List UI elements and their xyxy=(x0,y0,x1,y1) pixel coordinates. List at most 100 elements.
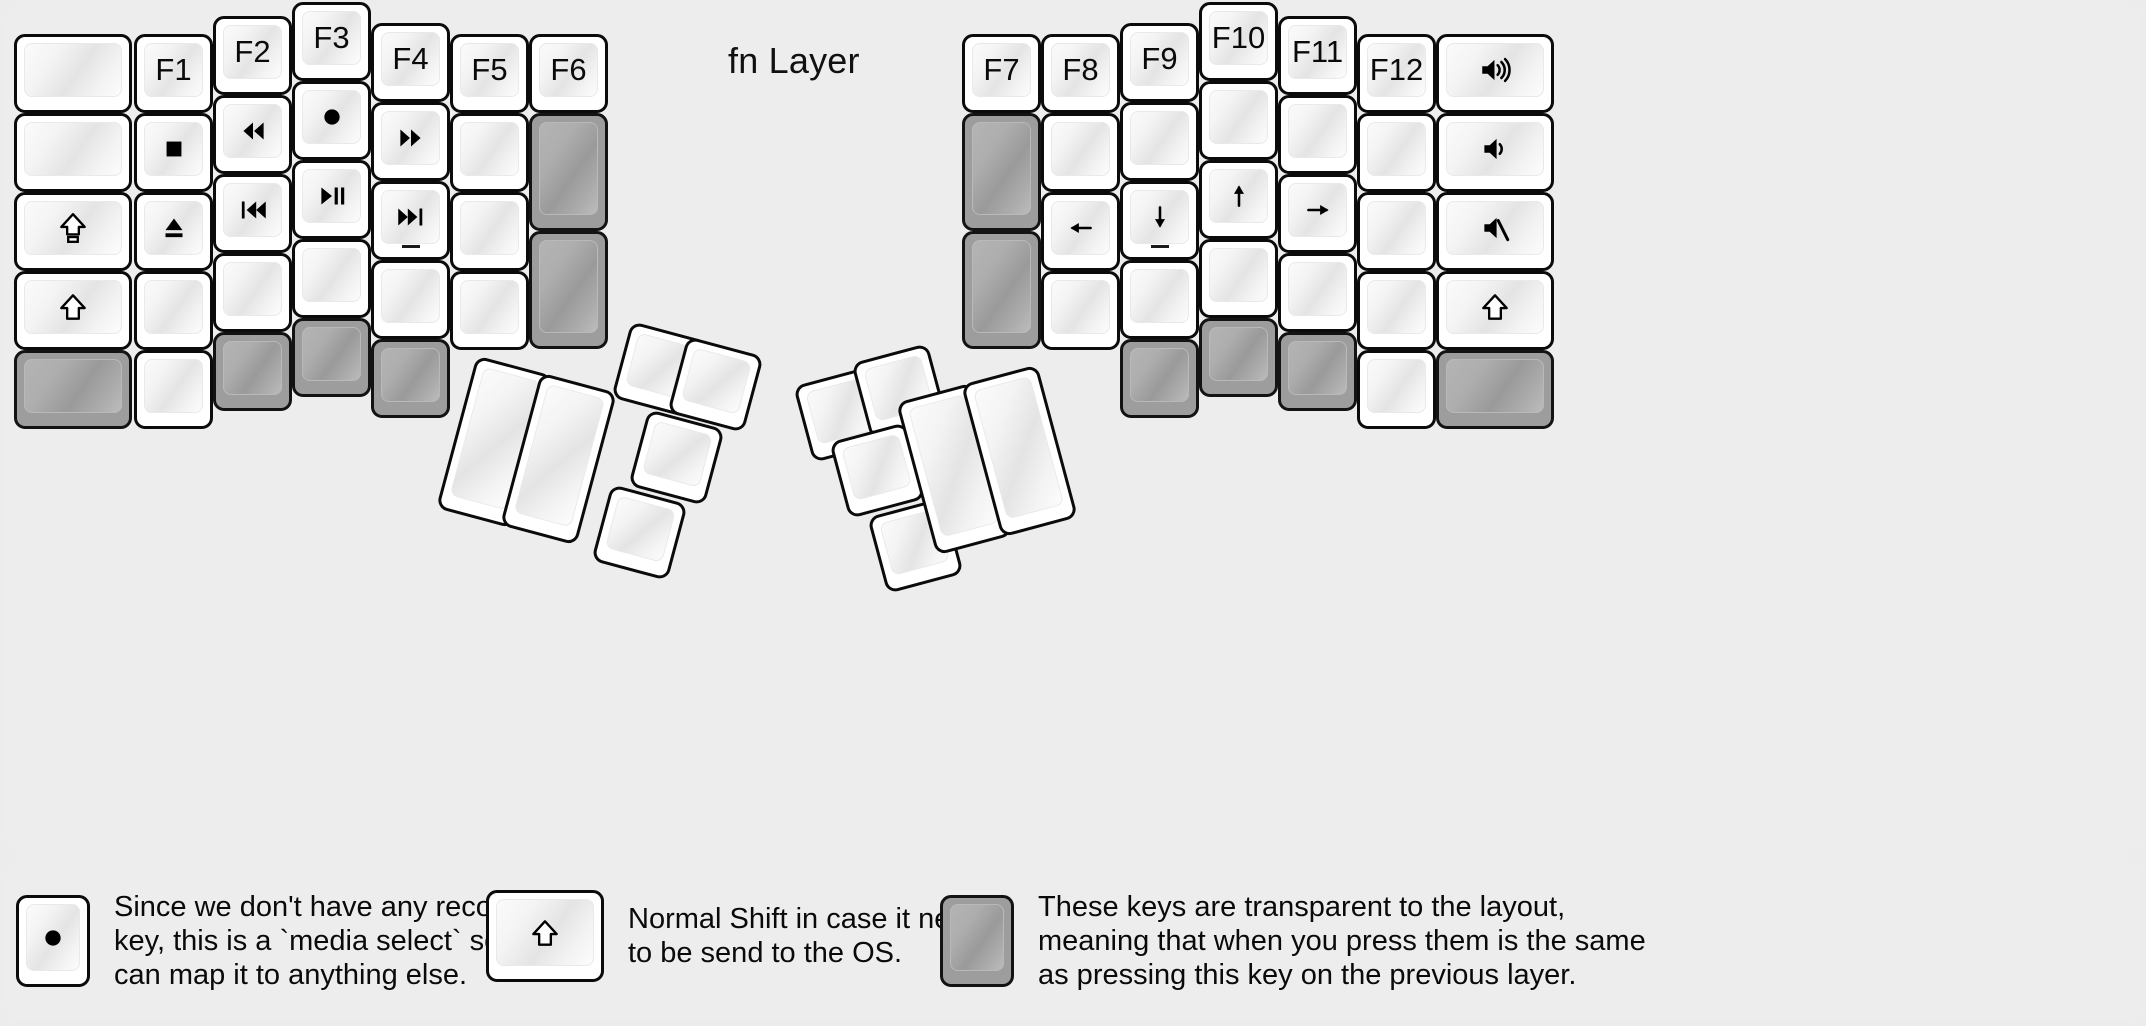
right-col-pinky-right-key-3[interactable] xyxy=(1278,253,1357,332)
left-col-outer-left-key-1[interactable] xyxy=(14,113,132,192)
right-col-outer-right-a-key-2[interactable] xyxy=(1357,192,1436,271)
left-col-inner-key-3[interactable] xyxy=(450,271,529,350)
key-cap xyxy=(302,90,361,144)
key-sublabel-bar xyxy=(1150,245,1169,248)
key-cap: F4 xyxy=(381,32,440,86)
key-cap: F6 xyxy=(539,43,598,97)
key-cap xyxy=(460,122,519,176)
left-col-middle-key-0[interactable]: F3 xyxy=(292,2,371,81)
key-cap xyxy=(26,904,80,972)
left-col-outer-left-key-2[interactable] xyxy=(14,192,132,271)
left-col-index-key-0[interactable]: F4 xyxy=(371,23,450,102)
shift-lock-icon xyxy=(56,211,90,245)
key-cap xyxy=(1446,280,1544,334)
right-col-outer-right-b-key-1[interactable] xyxy=(1436,113,1554,192)
left-col-ring-key-1[interactable] xyxy=(213,95,292,174)
right-col-outer-right-a-key-3[interactable] xyxy=(1357,271,1436,350)
right-col-index-right-key-1[interactable] xyxy=(1041,113,1120,192)
left-col-ring-key-4[interactable] xyxy=(213,332,292,411)
right-col-inner-right-key-2[interactable] xyxy=(962,231,1041,349)
left-col-outer-left-key-0[interactable] xyxy=(14,34,132,113)
key-cap xyxy=(144,122,203,176)
left-col-pinky-key-3[interactable] xyxy=(134,271,213,350)
key-cap xyxy=(1367,280,1426,334)
right-col-inner-right-key-0[interactable]: F7 xyxy=(962,34,1041,113)
key-cap xyxy=(460,201,519,255)
left-col-middle-key-4[interactable] xyxy=(292,318,371,397)
key-label: F12 xyxy=(1369,52,1424,88)
right-col-middle-right-key-1[interactable] xyxy=(1120,102,1199,181)
left-col-index-key-1[interactable] xyxy=(371,102,450,181)
left-col-ring-key-0[interactable]: F2 xyxy=(213,16,292,95)
arrow-left-icon xyxy=(1064,211,1098,245)
right-col-pinky-right-key-2[interactable] xyxy=(1278,174,1357,253)
left-col-outer-left-key-4[interactable] xyxy=(14,350,132,429)
key-label: F5 xyxy=(471,52,508,88)
shift-icon xyxy=(528,916,562,950)
right-col-middle-right-key-3[interactable] xyxy=(1120,260,1199,339)
key-cap xyxy=(604,495,676,563)
left-col-middle-key-3[interactable] xyxy=(292,239,371,318)
left-col-pinky-key-0[interactable]: F1 xyxy=(134,34,213,113)
right-col-outer-right-b-key-0[interactable] xyxy=(1436,34,1554,113)
left-col-innermost-key-2[interactable] xyxy=(529,231,608,349)
page-title: fn Layer xyxy=(728,40,860,81)
left-col-inner-key-0[interactable]: F5 xyxy=(450,34,529,113)
right-col-index-right-key-0[interactable]: F8 xyxy=(1041,34,1120,113)
right-col-outer-right-a-key-0[interactable]: F12 xyxy=(1357,34,1436,113)
right-col-pinky-right-key-0[interactable]: F11 xyxy=(1278,16,1357,95)
key-cap xyxy=(496,899,594,966)
key-cap xyxy=(1367,201,1426,255)
left-col-middle-key-1[interactable] xyxy=(292,81,371,160)
key-cap: F2 xyxy=(223,25,282,79)
key-cap xyxy=(1051,280,1110,334)
right-col-ring-right-key-4[interactable] xyxy=(1199,318,1278,397)
right-col-ring-right-key-3[interactable] xyxy=(1199,239,1278,318)
left-col-middle-key-2[interactable] xyxy=(292,160,371,239)
right-col-outer-right-b-key-3[interactable] xyxy=(1436,271,1554,350)
right-col-pinky-right-key-1[interactable] xyxy=(1278,95,1357,174)
key-cap xyxy=(1130,348,1189,402)
media-play-pause-icon xyxy=(315,179,349,213)
right-col-middle-right-key-0[interactable]: F9 xyxy=(1120,23,1199,102)
key-cap: F1 xyxy=(144,43,203,97)
left-col-pinky-key-2[interactable] xyxy=(134,192,213,271)
left-col-index-key-3[interactable] xyxy=(371,260,450,339)
left-col-ring-key-3[interactable] xyxy=(213,253,292,332)
right-col-inner-right-key-1[interactable] xyxy=(962,113,1041,231)
right-col-pinky-right-key-4[interactable] xyxy=(1278,332,1357,411)
left-col-outer-left-key-3[interactable] xyxy=(14,271,132,350)
key-cap xyxy=(381,348,440,402)
left-col-inner-key-2[interactable] xyxy=(450,192,529,271)
right-col-ring-right-key-1[interactable] xyxy=(1199,81,1278,160)
left-col-innermost-key-0[interactable]: F6 xyxy=(529,34,608,113)
left-col-index-key-4[interactable] xyxy=(371,339,450,418)
right-col-outer-right-b-key-2[interactable] xyxy=(1436,192,1554,271)
arrow-up-icon xyxy=(1222,179,1256,213)
right-col-middle-right-key-4[interactable] xyxy=(1120,339,1199,418)
right-col-outer-right-b-key-4[interactable] xyxy=(1436,350,1554,429)
right-col-outer-right-a-key-1[interactable] xyxy=(1357,113,1436,192)
key-cap xyxy=(24,122,122,176)
key-cap xyxy=(223,341,282,395)
right-col-index-right-key-2[interactable] xyxy=(1041,192,1120,271)
left-col-innermost-key-1[interactable] xyxy=(529,113,608,231)
key-cap xyxy=(460,280,519,334)
media-next-track-icon xyxy=(394,200,428,234)
media-prev-track-icon xyxy=(236,193,270,227)
right-col-outer-right-a-key-4[interactable] xyxy=(1357,350,1436,429)
left-col-index-key-2[interactable] xyxy=(371,181,450,260)
left-col-inner-key-1[interactable] xyxy=(450,113,529,192)
right-col-middle-right-key-2[interactable] xyxy=(1120,181,1199,260)
key-cap xyxy=(1209,169,1268,223)
key-cap xyxy=(1288,262,1347,316)
media-fast-forward-icon xyxy=(394,121,428,155)
right-col-index-right-key-3[interactable] xyxy=(1041,271,1120,350)
right-col-ring-right-key-0[interactable]: F10 xyxy=(1199,2,1278,81)
left-col-ring-key-2[interactable] xyxy=(213,174,292,253)
left-col-pinky-key-1[interactable] xyxy=(134,113,213,192)
right-col-ring-right-key-2[interactable] xyxy=(1199,160,1278,239)
left-col-pinky-key-4[interactable] xyxy=(134,350,213,429)
key-cap: F5 xyxy=(460,43,519,97)
key-cap xyxy=(1446,201,1544,255)
